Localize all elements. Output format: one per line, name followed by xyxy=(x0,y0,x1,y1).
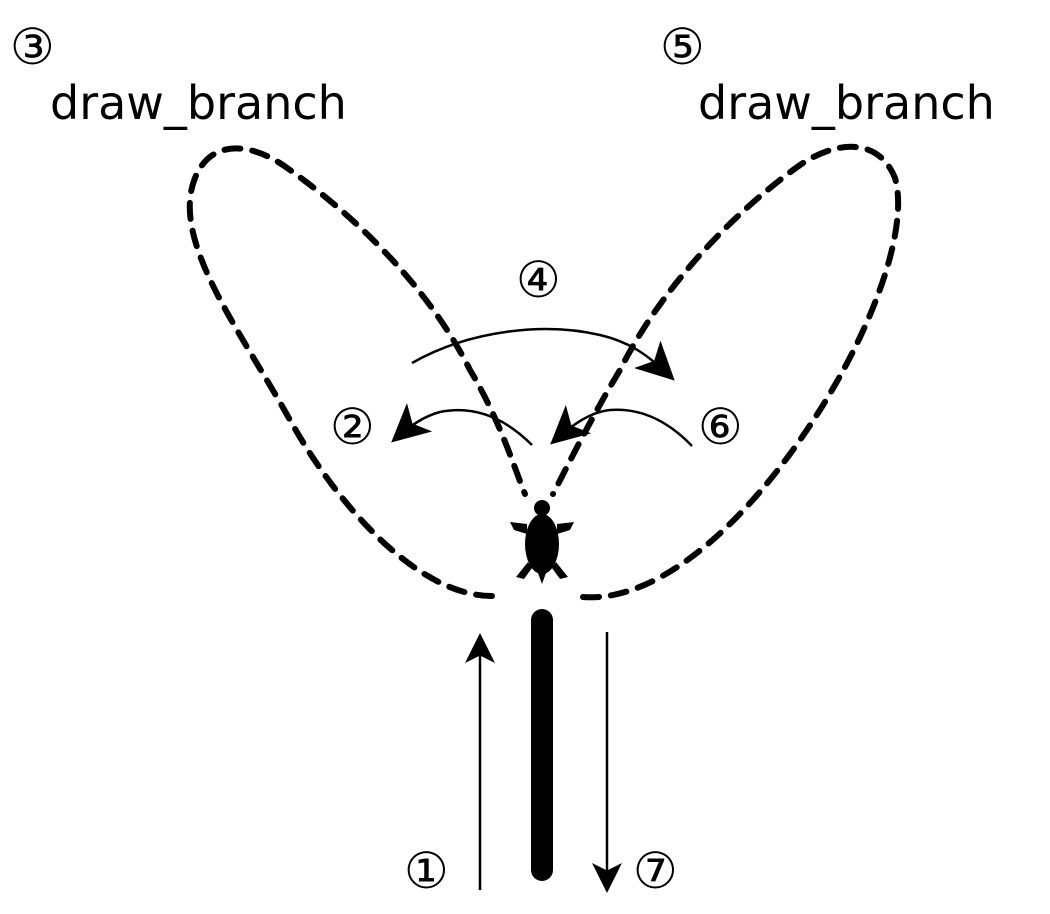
step-2-label: ② xyxy=(330,398,375,456)
turtle-icon xyxy=(510,500,574,584)
left-branch-loop xyxy=(186,145,528,599)
arrow-step-2 xyxy=(391,403,533,446)
step-7-label: ⑦ xyxy=(633,842,678,900)
right-branch-loop xyxy=(550,143,902,601)
step-3-label: ③ xyxy=(10,18,55,76)
arrow-step-4 xyxy=(411,327,675,381)
step-5-label: ⑤ xyxy=(660,18,705,76)
right-branch-label: draw_branch xyxy=(698,76,995,130)
step-4-label: ④ xyxy=(516,251,561,309)
step-1-label: ① xyxy=(404,842,449,900)
left-branch-label: draw_branch xyxy=(50,76,347,130)
arrow-step-6 xyxy=(550,405,693,447)
step-6-label: ⑥ xyxy=(698,398,743,456)
